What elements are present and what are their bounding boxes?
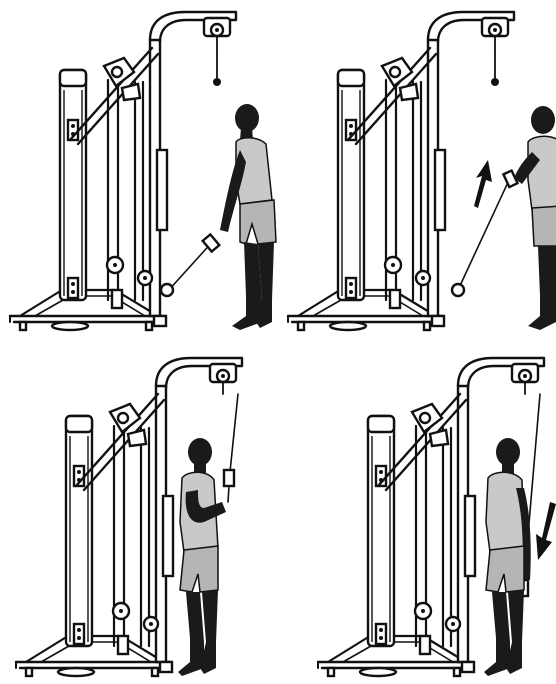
- panel-high-pull-end: [278, 342, 556, 684]
- upper-handle-icon: [491, 78, 499, 86]
- cable-machine-illustration: [0, 342, 278, 684]
- panel-low-pull-start: [0, 0, 278, 342]
- panel-high-pull-start: [0, 342, 278, 684]
- upper-handle-icon: [213, 78, 221, 86]
- person-figure: [220, 104, 276, 330]
- cable-machine-illustration: [0, 0, 278, 342]
- arrow-down-icon: [536, 502, 556, 560]
- person-figure: [514, 106, 556, 330]
- cable-machine-illustration: [278, 342, 556, 684]
- person-figure: [484, 438, 531, 676]
- panel-low-pull-end: [278, 0, 556, 342]
- cable-machine-illustration: [278, 0, 556, 342]
- person-figure: [178, 438, 226, 676]
- cable-handle-icon: [224, 470, 234, 486]
- arrow-up-icon: [474, 160, 492, 208]
